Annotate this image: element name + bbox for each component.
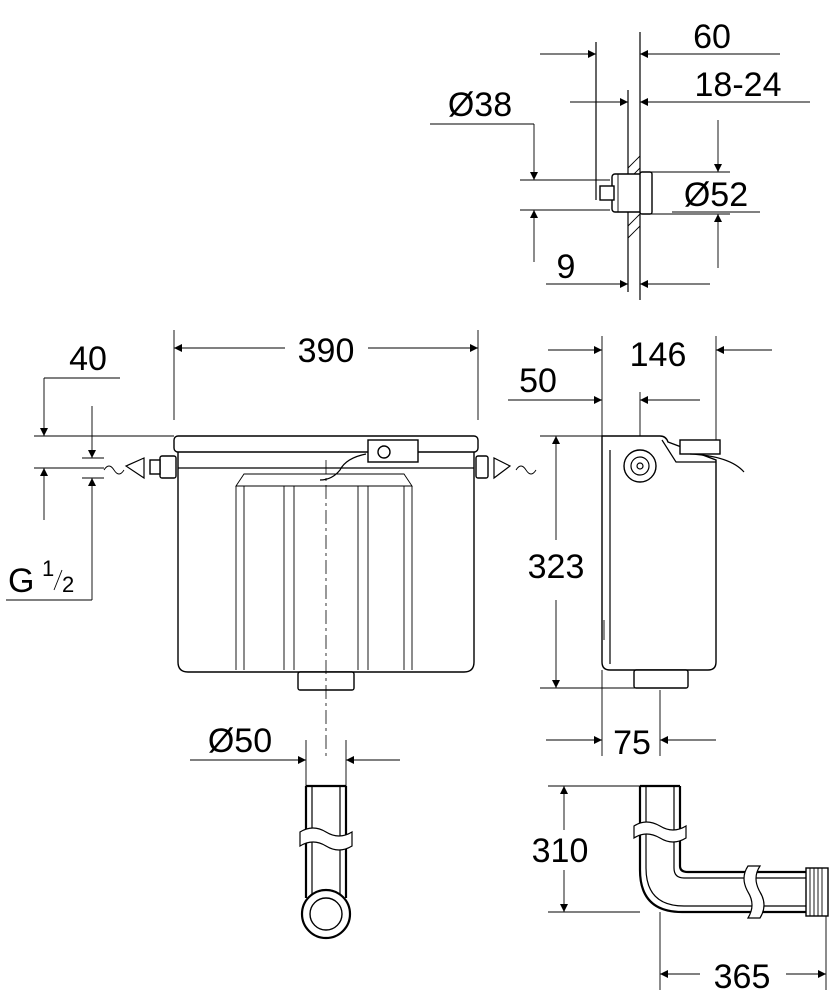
dim-323: 323 xyxy=(528,548,585,586)
thread-label-g: G xyxy=(8,562,34,600)
thread-denominator: 2 xyxy=(62,572,74,597)
dim-40: 40 xyxy=(69,340,107,378)
dim-50-side: 50 xyxy=(519,362,557,400)
dim-60: 60 xyxy=(693,18,731,56)
dim-diameter-52: Ø52 xyxy=(684,176,748,214)
cistern-front-view: 390 xyxy=(6,330,537,940)
flush-pipe-bend: 310 365 xyxy=(532,784,829,996)
dim-diameter-50: Ø50 xyxy=(208,722,272,760)
dim-365: 365 xyxy=(714,958,771,996)
dim-390: 390 xyxy=(298,332,355,370)
dim-146: 146 xyxy=(630,336,687,374)
button-detail: 60 18-24 Ø38 Ø52 9 xyxy=(430,18,810,300)
dim-diameter-38: Ø38 xyxy=(448,86,512,124)
dim-9: 9 xyxy=(557,248,576,286)
cistern-side-view: 146 50 323 75 xyxy=(508,336,772,762)
thread-numerator: 1 xyxy=(42,556,54,581)
dim-75: 75 xyxy=(613,724,651,762)
flush-pipe-front xyxy=(299,784,353,940)
dim-18-24: 18-24 xyxy=(695,66,782,104)
dim-310: 310 xyxy=(532,832,589,870)
